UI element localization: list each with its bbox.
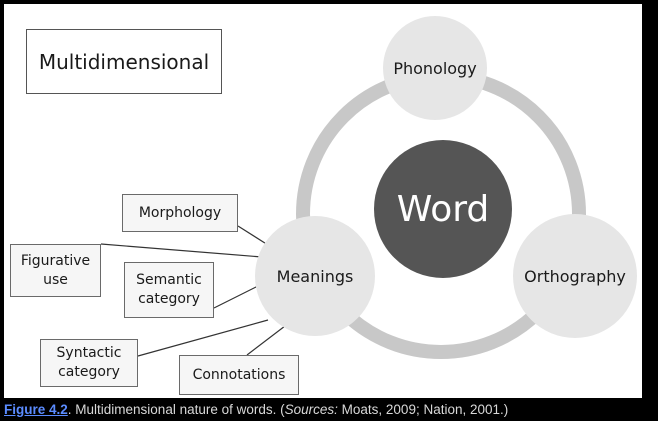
caption-text: . Multidimensional nature of words. ( (67, 402, 285, 417)
semantic-line1: Semantic (136, 272, 202, 288)
subcomponent-syntactic-category: Syntactic category (40, 339, 138, 387)
caption-sources-label: Sources: (284, 402, 338, 417)
subcomponent-morphology: Morphology (122, 194, 238, 232)
subcomponent-figurative-use: Figurative use (10, 244, 101, 297)
connector-semantic (213, 284, 261, 309)
syntactic-line1: Syntactic (56, 345, 122, 361)
connector-connotations (246, 325, 286, 356)
connector-figurative (100, 243, 263, 258)
node-orthography-circle (513, 214, 637, 338)
node-phonology-circle (383, 16, 487, 120)
figurative-line2: use (43, 271, 68, 288)
center-word-label: Word (396, 188, 490, 230)
subcomponent-semantic-category: Semantic category (124, 262, 214, 318)
connotations-label: Connotations (192, 366, 286, 383)
node-meanings-circle (255, 216, 375, 336)
node-meanings-label: Meanings (276, 266, 354, 286)
caption-sources-text: Moats, 2009; Nation, 2001.) (337, 402, 509, 417)
subcomponent-connotations: Connotations (179, 355, 299, 395)
connector-morphology (237, 225, 269, 246)
semantic-line2: category (138, 291, 200, 307)
node-phonology-label: Phonology (393, 58, 477, 78)
morphology-label: Morphology (138, 204, 222, 221)
diagram-title: Multidimensional (26, 29, 222, 94)
figure-caption: Figure 4.2. Multidimensional nature of w… (4, 402, 508, 417)
diagram-figure: Multidimensional Word Phonology Orthogra… (4, 4, 642, 398)
figure-ref-link[interactable]: Figure 4.2 (4, 402, 68, 417)
syntactic-line2: category (58, 364, 120, 380)
figurative-line1: Figurative (20, 252, 91, 269)
connector-syntactic (137, 319, 269, 357)
node-orthography-label: Orthography (524, 266, 626, 286)
center-word-circle (374, 140, 512, 278)
diagram-graphics (100, 16, 637, 359)
